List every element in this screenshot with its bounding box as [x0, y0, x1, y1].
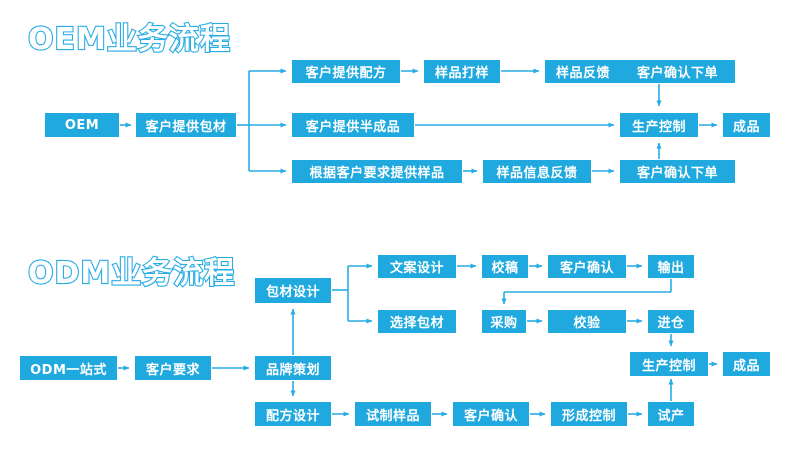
node-oem-packaging[interactable]: 客户提供包材 [136, 113, 236, 137]
node-oem-formula[interactable]: 客户提供配方 [292, 60, 400, 83]
node-odm-trial-prod[interactable]: 试产 [648, 402, 694, 426]
node-oem-semi[interactable]: 客户提供半成品 [292, 113, 414, 137]
node-odm-inspect[interactable]: 校验 [548, 310, 626, 333]
node-odm-start[interactable]: ODM一站式 [20, 356, 117, 380]
node-odm-cust-confirm[interactable]: 客户确认 [548, 255, 626, 278]
node-oem-info-fb[interactable]: 样品信息反馈 [483, 160, 591, 183]
node-oem-confirm-top[interactable]: 客户确认下单 [620, 60, 735, 83]
odm-section-title: ODM业务流程 [27, 255, 236, 292]
node-odm-prod-ctrl[interactable]: 生产控制 [630, 352, 708, 376]
node-odm-formula-des[interactable]: 配方设计 [255, 402, 331, 426]
node-oem-confirm-bot[interactable]: 客户确认下单 [620, 160, 735, 183]
node-odm-requirement[interactable]: 客户要求 [135, 356, 211, 380]
node-odm-purchase[interactable]: 采购 [482, 310, 526, 333]
oem-section-title: OEM业务流程 [27, 21, 231, 58]
node-odm-pkg-design[interactable]: 包材设计 [255, 278, 331, 303]
node-odm-cust-confirm2[interactable]: 客户确认 [453, 402, 529, 426]
node-odm-output[interactable]: 输出 [648, 255, 694, 278]
node-odm-proof[interactable]: 校稿 [482, 255, 528, 278]
node-odm-form-ctrl[interactable]: 形成控制 [551, 402, 627, 426]
node-oem-start[interactable]: OEM [45, 113, 119, 137]
node-odm-brand-plan[interactable]: 品牌策划 [255, 356, 331, 380]
node-oem-prod-ctrl[interactable]: 生产控制 [620, 113, 698, 137]
node-oem-by-request[interactable]: 根据客户要求提供样品 [292, 160, 462, 183]
node-oem-sample-make[interactable]: 样品打样 [424, 60, 500, 83]
node-odm-trial-sample[interactable]: 试制样品 [355, 402, 431, 426]
node-oem-finished[interactable]: 成品 [723, 113, 770, 137]
node-odm-copy-design[interactable]: 文案设计 [378, 255, 456, 278]
node-oem-sample-fb[interactable]: 样品反馈 [545, 60, 621, 83]
node-odm-finished[interactable]: 成品 [723, 352, 770, 376]
node-odm-choose-pkg[interactable]: 选择包材 [378, 310, 456, 333]
node-odm-warehouse[interactable]: 进仓 [648, 310, 694, 333]
